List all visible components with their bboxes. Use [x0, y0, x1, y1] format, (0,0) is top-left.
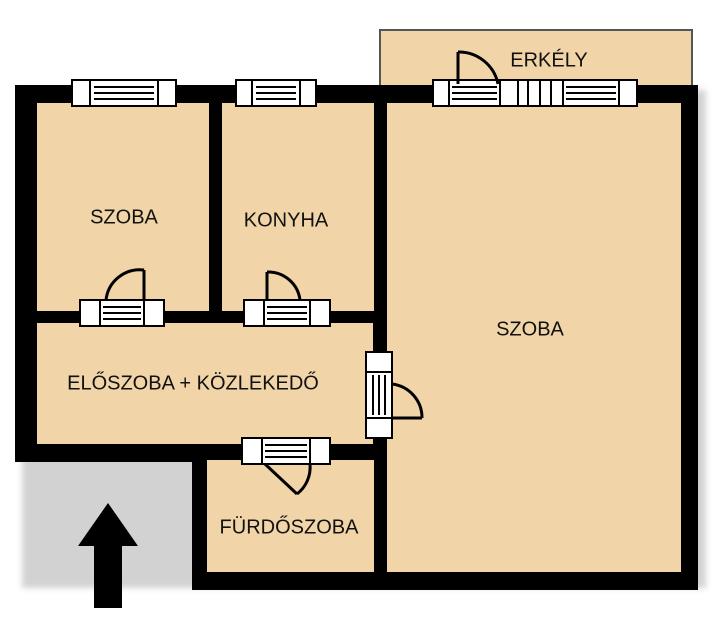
label-room-main: SZOBA [496, 318, 564, 340]
door-swing-icon [456, 50, 500, 85]
floor-hallway [37, 323, 373, 444]
label-hallway: ELŐSZOBA + KÖZLEKEDŐ [67, 371, 319, 394]
window-icon [432, 79, 638, 107]
window-icon [235, 79, 317, 107]
door-swing-icon [79, 268, 165, 327]
label-kitchen: KONYHA [244, 209, 329, 231]
door-swing-icon [365, 351, 424, 439]
room-floors [37, 103, 681, 572]
window-icon [71, 79, 177, 107]
floor-room-main [387, 103, 681, 572]
label-bathroom: FÜRDŐSZOBA [220, 515, 360, 538]
door-swing-icon [243, 270, 331, 327]
floor-kitchen [222, 103, 374, 311]
door-swing-icon [241, 437, 331, 496]
label-room-left: SZOBA [90, 206, 158, 228]
floor-bathroom [207, 460, 374, 572]
floor-room-left [37, 103, 209, 311]
label-balcony: ERKÉLY [510, 48, 587, 71]
arrow-up-icon [78, 503, 138, 608]
